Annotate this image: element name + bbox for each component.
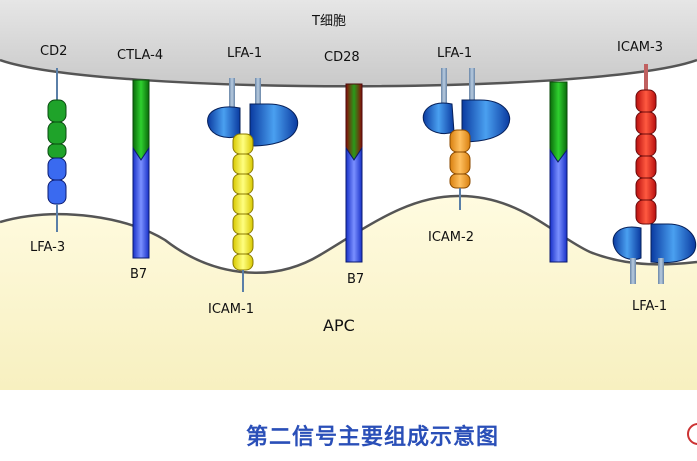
label-cd28: CD28 — [324, 50, 360, 65]
apc-membrane — [0, 195, 697, 390]
cd2-lfa3-pair — [47, 68, 67, 232]
lfa1-icam2-pair — [422, 68, 511, 210]
t-cell-membrane — [0, 0, 697, 87]
figure-title: 第二信号主要组成示意图 — [246, 425, 500, 450]
icam3-lfa1-pair — [612, 64, 697, 284]
label-cd2: CD2 — [40, 44, 68, 59]
cd28-b7-pair — [345, 83, 363, 263]
label-lfa1-bottom: LFA-1 — [632, 299, 668, 314]
label-b7-right: B7 — [347, 272, 365, 287]
corner-logo-icon — [687, 423, 697, 445]
label-ctla4: CTLA-4 — [117, 48, 164, 63]
label-lfa1-top-left: LFA-1 — [227, 46, 263, 61]
lfa1-icam1-pair — [207, 78, 299, 292]
label-lfa3: LFA-3 — [30, 240, 66, 255]
apc-label: APC — [323, 316, 355, 335]
label-b7-left: B7 — [130, 267, 148, 282]
ctla4-b7-pair — [132, 79, 150, 259]
label-icam2: ICAM-2 — [428, 230, 474, 245]
label-icam1: ICAM-1 — [208, 302, 254, 317]
label-lfa1-top-right: LFA-1 — [437, 46, 473, 61]
receptor-unlabeled — [549, 81, 568, 263]
t-cell-label: T细胞 — [312, 14, 346, 29]
label-icam3: ICAM-3 — [617, 40, 663, 55]
